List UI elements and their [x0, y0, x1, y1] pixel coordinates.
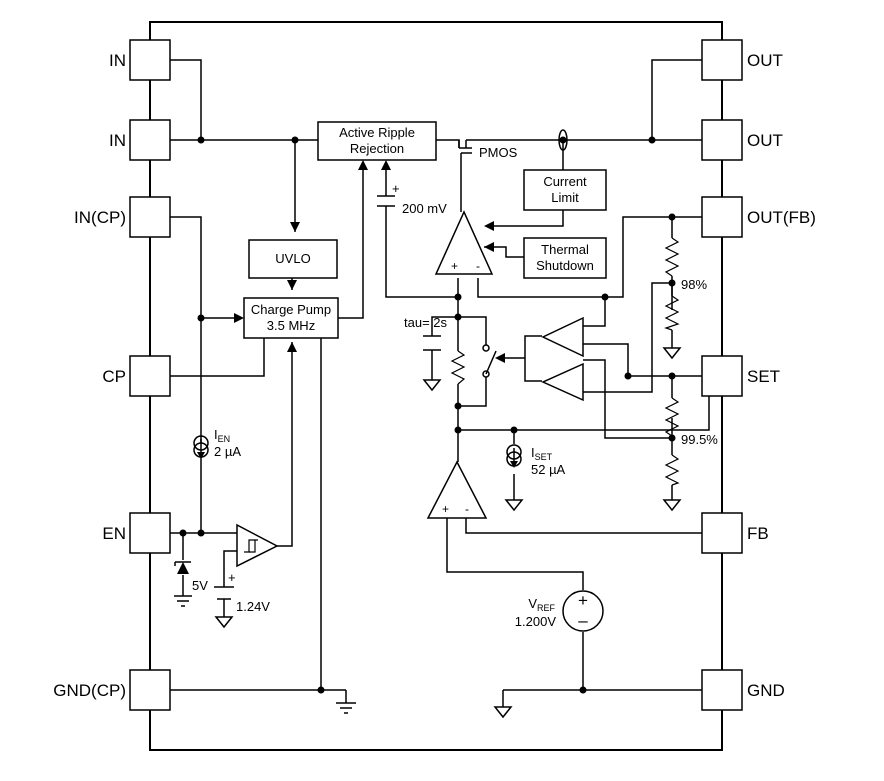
zener-label: 5V: [192, 578, 208, 593]
pin-box-cp: [129, 355, 171, 397]
pmos-label: PMOS: [479, 145, 518, 160]
en-comparator: [236, 523, 279, 568]
pin-box-en: [129, 512, 171, 554]
active-ripple-rejection-block: Active Ripple Rejection: [317, 121, 437, 161]
charge-pump-line1: Charge Pump: [251, 302, 331, 317]
active-ripple-line2: Rejection: [350, 141, 404, 156]
ground-124v: [214, 616, 234, 629]
uvlo-block: UVLO: [248, 239, 338, 279]
active-ripple-line1: Active Ripple: [339, 125, 415, 140]
pct-995-label: 99.5%: [681, 432, 718, 447]
resistor-tau: [450, 350, 466, 385]
resistor-98-top: [664, 237, 680, 277]
vref-source: + –: [562, 590, 604, 632]
vref-plus: +: [578, 591, 588, 610]
error-amp-minus: -: [476, 259, 480, 273]
thermal-line2: Shutdown: [536, 258, 594, 273]
vref-value: 1.200V: [515, 614, 557, 629]
pin-label-set: SET: [747, 367, 780, 386]
iset-value: 52 µA: [531, 462, 566, 477]
ground-995: [662, 499, 682, 512]
pmos-transistor: PMOS: [458, 140, 518, 160]
pin-box-out-fb: [701, 196, 743, 238]
uvlo-label: UVLO: [275, 251, 310, 266]
pin-label-cp: CP: [102, 367, 126, 386]
pin-label-out-fb: OUT(FB): [747, 208, 816, 227]
ground-tau: [422, 379, 442, 392]
resistor-995-top: [664, 397, 680, 437]
fb-amplifier: + -: [426, 460, 488, 519]
pin-label-fb: FB: [747, 524, 769, 543]
vref-minus: –: [578, 611, 588, 630]
ien-value: 2 µA: [214, 444, 241, 459]
charge-pump-block: Charge Pump 3.5 MHz: [243, 297, 339, 339]
ground-zener: [174, 595, 192, 607]
fb-amp-minus: -: [465, 502, 469, 516]
pin-box-in-cp: [129, 196, 171, 238]
resistor-995-bottom: [664, 454, 680, 486]
battery-124v-plus: +: [228, 570, 236, 585]
pin-box-out-1: [701, 39, 743, 81]
pin-label-out-2: OUT: [747, 131, 783, 150]
battery-124v-label: 1.24V: [236, 599, 270, 614]
pin-label-out-1: OUT: [747, 51, 783, 70]
pin-label-in-cp: IN(CP): [74, 208, 126, 227]
pin-box-in-2: [129, 119, 171, 161]
thermal-shutdown-block: Thermal Shutdown: [523, 237, 607, 279]
junction-dots: [179, 136, 676, 694]
current-limit-block: Current Limit: [523, 169, 607, 211]
pin-box-fb: [701, 512, 743, 554]
pin-box-gnd: [701, 669, 743, 711]
pin-label-gnd: GND: [747, 681, 785, 700]
thermal-line1: Thermal: [541, 242, 589, 257]
battery-200mv-label: 200 mV: [402, 201, 447, 216]
pin-box-gnd-cp: [129, 669, 171, 711]
current-sense-icon: [558, 129, 568, 151]
ground-gnd-cp: [336, 702, 356, 714]
iset-label: ISET: [531, 445, 553, 462]
battery-200mv: + 200 mV: [377, 181, 447, 216]
pin-box-in-1: [129, 39, 171, 81]
pct-98-label: 98%: [681, 277, 707, 292]
current-limit-line1: Current: [543, 174, 587, 189]
error-amp-plus: +: [451, 259, 458, 273]
arrowheads: [234, 160, 505, 363]
capacitor-tau: [423, 335, 441, 351]
tau-label: tau= 2s: [404, 315, 448, 330]
ground-iset: [504, 499, 524, 512]
charge-pump-line2: 3.5 MHz: [267, 318, 315, 333]
comparator-top: [541, 316, 584, 358]
zener-diode: [174, 561, 191, 574]
pin-label-in-2: IN: [109, 131, 126, 150]
current-limit-line2: Limit: [551, 190, 579, 205]
iset-current-source: [506, 444, 522, 468]
ground-gnd: [493, 706, 513, 719]
switch-tau: [482, 344, 497, 378]
ien-label: IEN: [214, 427, 230, 444]
ien-current-source: [193, 435, 209, 459]
battery-200mv-plus: +: [392, 181, 400, 196]
pin-label-gnd-cp: GND(CP): [53, 681, 126, 700]
resistor-98-bottom: [664, 295, 680, 331]
error-amplifier: + -: [434, 210, 494, 275]
ground-98: [662, 347, 682, 360]
pin-label-in-1: IN: [109, 51, 126, 70]
left-pins: IN IN IN(CP) CP EN GND(CP): [53, 39, 171, 711]
right-pins: OUT OUT OUT(FB) SET FB GND: [701, 39, 816, 711]
comparator-bottom: [541, 362, 584, 402]
pin-label-en: EN: [102, 524, 126, 543]
pin-box-set: [701, 355, 743, 397]
pin-box-out-2: [701, 119, 743, 161]
fb-amp-plus: +: [442, 502, 449, 516]
battery-124v: + 1.24V: [214, 570, 270, 614]
vref-label: VREF: [528, 596, 555, 613]
